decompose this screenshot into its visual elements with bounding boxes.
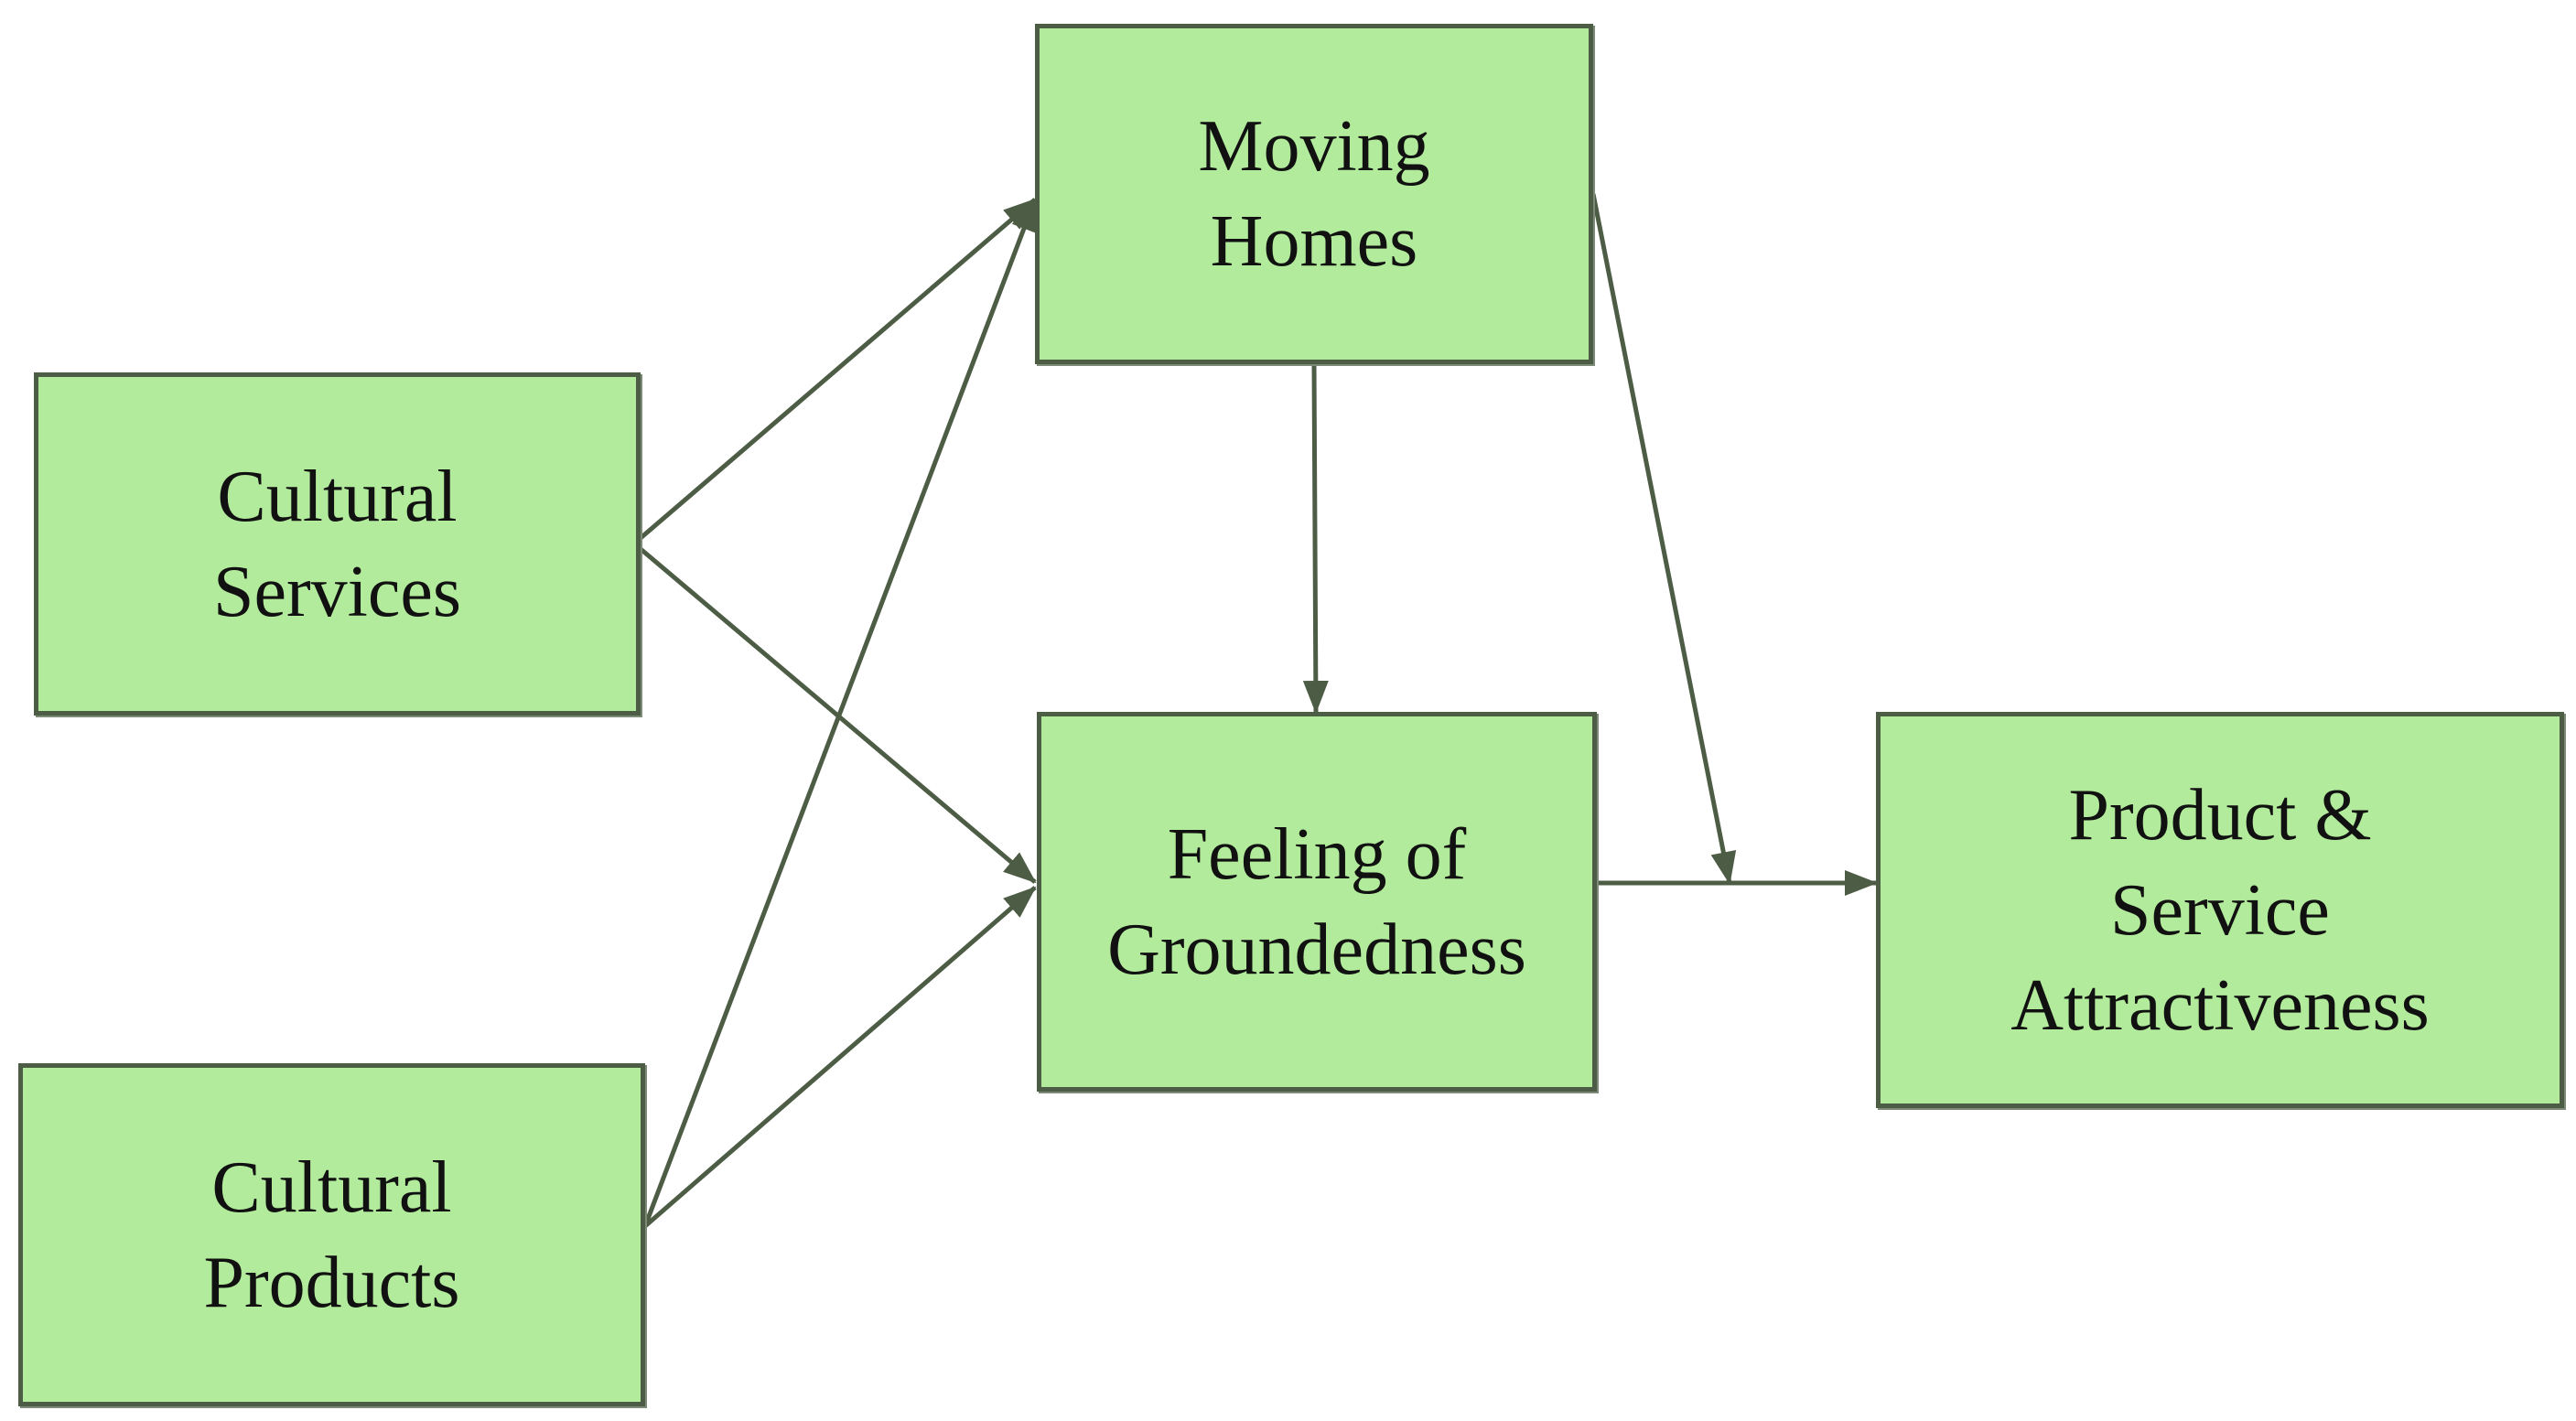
edge-cultural-products-to-feeling-groundedness (643, 886, 1037, 1228)
edge-cultural-products-to-moving-homes (642, 198, 1038, 1227)
edge-moving-homes-to-feeling-groundedness (1302, 363, 1329, 714)
node-cultural-products: Cultural Products (18, 1063, 645, 1406)
node-cultural-products-label: Cultural Products (203, 1146, 460, 1323)
edge-cultural-services-to-moving-homes (639, 198, 1037, 540)
node-moving-homes: Moving Homes (1035, 24, 1593, 364)
node-moving-homes-label: Moving Homes (1198, 106, 1430, 282)
node-cultural-services: Cultural Services (34, 372, 641, 716)
edge-moving-homes-moderation (1590, 193, 1737, 885)
node-product-service: Product & Service Attractiveness (1876, 712, 2564, 1108)
node-feeling-groundedness: Feeling of Groundedness (1037, 712, 1597, 1092)
node-feeling-groundedness-label: Feeling of Groundedness (1107, 813, 1526, 990)
node-product-service-label: Product & Service Attractiveness (2010, 774, 2430, 1046)
node-cultural-services-label: Cultural Services (212, 456, 461, 632)
